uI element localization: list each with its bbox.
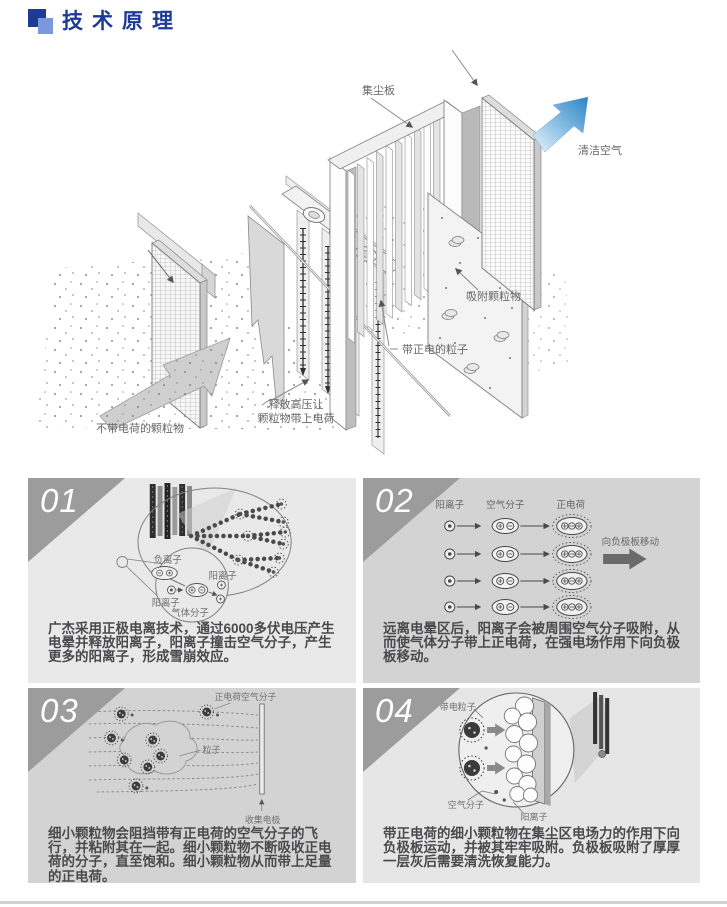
label-hv-line1: 释放高压让 bbox=[269, 397, 324, 411]
label-cation-right: 阳离子 bbox=[209, 570, 237, 581]
panel-03: 正电荷空气分子 粒子 收集电极 03 细小颗粒物会阻挡带有正电荷的空气分子的飞行… bbox=[28, 688, 356, 883]
ionization-rows bbox=[444, 513, 592, 620]
label-adsorbed-particles: 吸附颗粒物 bbox=[466, 289, 521, 303]
panel-01-figure-labels: 负离子 阳离子 阳离子 气体分子 bbox=[152, 554, 237, 618]
panel-number: 03 bbox=[40, 692, 79, 729]
light-square bbox=[38, 18, 53, 34]
label-clean-air: 清洁空气 bbox=[578, 143, 622, 157]
electrode-stack-small bbox=[593, 692, 610, 758]
charged-dust-particles bbox=[459, 717, 506, 802]
panel-04-caption: 带正电荷的细小颗粒物在集尘区电场力的作用下向负极板运动，并被其牢牢吸附。负极板吸… bbox=[383, 826, 680, 870]
header-positive-charge: 正电荷 bbox=[556, 499, 585, 511]
title-square-icon bbox=[28, 9, 54, 35]
label-cation-left: 阳离子 bbox=[152, 597, 180, 608]
panel-number: 02 bbox=[375, 482, 414, 519]
label-hv-line2: 颗粒物带上电荷 bbox=[258, 411, 335, 425]
row bbox=[444, 541, 592, 567]
inflow-dust-arrow bbox=[99, 337, 231, 431]
row bbox=[444, 594, 592, 620]
diagram-labels: 集尘板 清洁空气 吸附颗粒物 带正电的粒子 释放高压让 颗粒物带上电荷 不带电荷… bbox=[96, 83, 622, 435]
principle-panels: 负离子 阳离子 阳离子 气体分子 01 广杰采用正极电离技术，通过6000多伏电… bbox=[28, 478, 700, 883]
move-direction-arrow bbox=[603, 548, 647, 570]
label-cation: 阳离子 bbox=[520, 811, 547, 822]
collecting-electrode-bar bbox=[259, 703, 265, 795]
panel-03-caption: 细小颗粒物会阻挡带有正电荷的空气分子的飞行，并粘附其在一起。细小颗粒物不断吸收正… bbox=[48, 826, 332, 883]
panel-corner-triangle bbox=[363, 688, 460, 772]
particle-blob bbox=[119, 720, 198, 775]
label-uncharged-particles: 不带电荷的颗粒物 bbox=[96, 421, 184, 435]
panel-corner-triangle bbox=[363, 478, 460, 562]
panel-corner-triangle bbox=[28, 688, 125, 772]
label-charged-particles: 带正电的粒子 bbox=[402, 342, 468, 356]
avalanche-tree bbox=[188, 501, 288, 575]
panel-02: 阳离子 空气分子 正电荷 bbox=[363, 478, 700, 683]
plate-dots bbox=[439, 217, 513, 389]
magnifier-cone bbox=[569, 694, 610, 783]
label-collecting-electrode: 收集电极 bbox=[245, 814, 280, 825]
label-move-to-plate: 向负极板移动 bbox=[602, 536, 659, 548]
page-title: 技术原理 bbox=[62, 10, 182, 33]
panel-02-caption: 远离电晕区后，阳离子会被周围空气分子吸附，从而使气体分子带上正电荷，在强电场作用… bbox=[383, 621, 680, 665]
panel-01: 负离子 阳离子 阳离子 气体分子 01 广杰采用正极电离技术，通过6000多伏电… bbox=[28, 478, 356, 683]
diagram-leader-lines bbox=[261, 49, 479, 406]
panel-corner-triangle bbox=[28, 478, 125, 562]
panel-number: 01 bbox=[40, 482, 79, 519]
exploded-diagram-svg: 集尘板 清洁空气 吸附颗粒物 带正电的粒子 释放高压让 颗粒物带上电荷 不带电荷… bbox=[35, 49, 622, 455]
precipitator-exploded-diagram: 集尘板 清洁空气 吸附颗粒物 带正电的粒子 释放高压让 颗粒物带上电荷 不带电荷… bbox=[0, 38, 727, 470]
label-negative-ion: 负离子 bbox=[154, 554, 182, 565]
panel-03-figure-labels: 正电荷空气分子 粒子 收集电极 bbox=[203, 691, 281, 825]
label-air-molecule: 空气分子 bbox=[448, 799, 484, 810]
panel-04-figure: 带电粒子 空气分子 阳离子 bbox=[440, 692, 610, 822]
panel-01-figure: 负离子 阳离子 阳离子 气体分子 bbox=[116, 483, 292, 623]
header-air-molecule: 空气分子 bbox=[486, 499, 525, 511]
dust-cake bbox=[503, 696, 539, 803]
panel-number: 04 bbox=[375, 692, 414, 729]
magnifier-cone bbox=[177, 488, 237, 558]
row bbox=[444, 513, 592, 539]
torn-plate bbox=[247, 215, 285, 409]
row bbox=[444, 568, 592, 594]
label-gas-molecule: 气体分子 bbox=[171, 607, 208, 618]
label-particle: 粒子 bbox=[203, 744, 221, 755]
clean-air-arrow bbox=[532, 96, 589, 153]
panel-04: 带电粒子 空气分子 阳离子 04 带正电荷的细小颗粒物在集尘区电场力的作用下向负… bbox=[363, 688, 700, 883]
label-dust-plate: 集尘板 bbox=[362, 83, 395, 97]
ion-detail bbox=[151, 566, 226, 604]
avalanche-ions bbox=[232, 498, 291, 578]
label-charged-air-molecule: 正电荷空气分子 bbox=[215, 691, 277, 702]
collector-plate-edge bbox=[544, 702, 551, 806]
outlet-mesh-panel bbox=[481, 94, 542, 311]
bottom-divider bbox=[0, 901, 727, 904]
panel-01-caption: 广杰采用正极电离技术，通过6000多伏电压产生电晕并释放阳离子，阳离子撞击空气分… bbox=[48, 621, 335, 665]
page-header: 技术原理 bbox=[28, 8, 182, 36]
